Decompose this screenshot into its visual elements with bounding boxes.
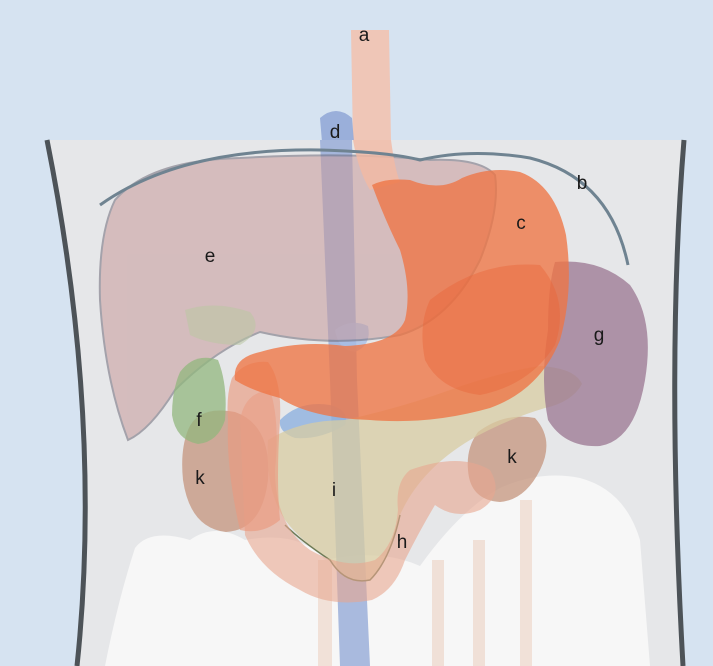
label-c: c (516, 213, 526, 234)
label-f: f (196, 410, 202, 431)
label-a: a (359, 25, 370, 46)
label-d: d (330, 122, 341, 143)
label-k-right: k (507, 447, 517, 468)
label-i: i (332, 480, 336, 501)
label-h: h (397, 532, 408, 553)
label-b: b (577, 173, 588, 194)
esophagus-upper (351, 30, 391, 142)
label-k-left: k (195, 468, 205, 489)
label-g: g (594, 325, 605, 346)
label-e: e (205, 246, 216, 267)
